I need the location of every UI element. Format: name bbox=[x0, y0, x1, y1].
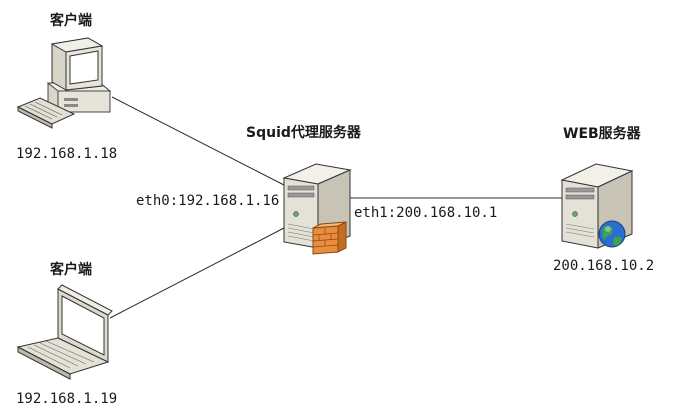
firewall-icon bbox=[312, 221, 347, 255]
link-client1-proxy bbox=[111, 96, 285, 186]
client2-ip: 192.168.1.19 bbox=[16, 391, 118, 407]
proxy-title: Squid代理服务器 bbox=[246, 125, 361, 141]
web-ip: 200.168.10.2 bbox=[553, 258, 655, 274]
laptop-icon bbox=[16, 284, 113, 380]
web-title: WEB服务器 bbox=[563, 126, 641, 142]
link-client2-proxy bbox=[109, 227, 285, 319]
desktop-computer-icon bbox=[16, 37, 112, 129]
proxy-eth1: eth1:200.168.10.1 bbox=[354, 205, 498, 221]
client1-title: 客户端 bbox=[50, 13, 92, 29]
globe-icon bbox=[598, 220, 626, 248]
client1-ip: 192.168.1.18 bbox=[16, 146, 118, 162]
proxy-eth0: eth0:192.168.1.16 bbox=[136, 193, 280, 209]
client2-title: 客户端 bbox=[50, 262, 92, 278]
